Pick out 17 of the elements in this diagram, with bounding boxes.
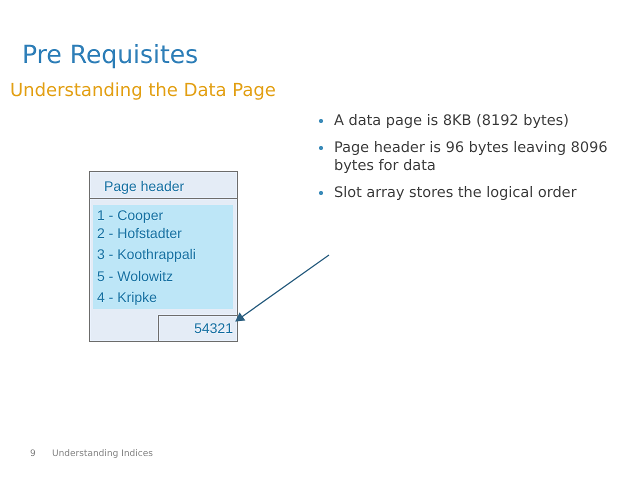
- record-row-text: 5 - Wolowitz: [97, 267, 174, 286]
- slide-subtitle: Understanding the Data Page: [10, 80, 276, 101]
- bullet-point: Slot array stores the logical order: [318, 184, 618, 202]
- record-area: [93, 205, 233, 309]
- record-row-text: 4 - Kripke: [97, 288, 158, 307]
- bullet-point: A data page is 8KB (8192 bytes): [318, 112, 618, 130]
- data-page-box: [89, 171, 238, 342]
- record-row-text: 1 - Cooper: [97, 207, 164, 223]
- slide-title: Pre Requisites: [22, 40, 198, 69]
- slot-array: 54321: [158, 315, 238, 342]
- record-row-text: 3 - Koothrappali: [97, 245, 197, 264]
- arrow: [235, 254, 330, 322]
- footer-text: Understanding Indices: [52, 449, 153, 459]
- page-number: 9: [30, 449, 36, 459]
- page-header-text: Page header: [104, 178, 184, 194]
- record-row-text: 2 - Hofstadter: [97, 224, 183, 243]
- bullet-point: Page header is 96 bytes leaving 8096 bytes for data: [318, 139, 618, 175]
